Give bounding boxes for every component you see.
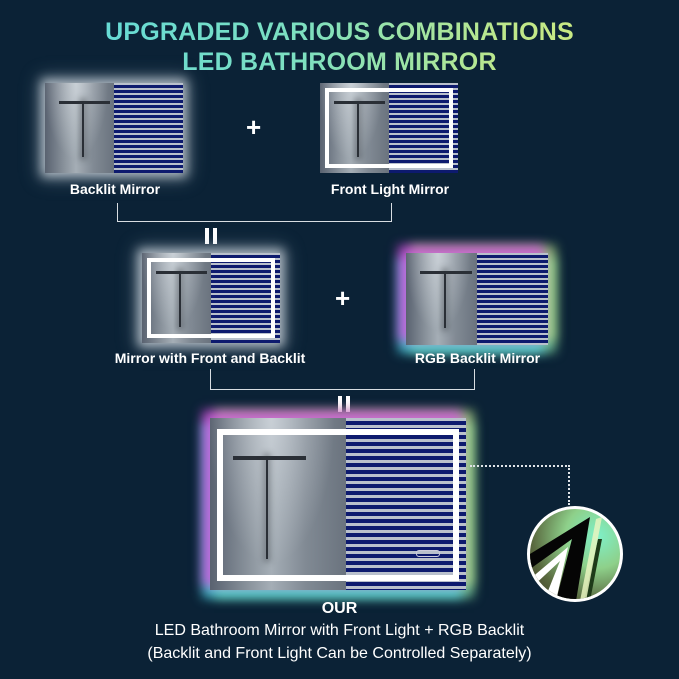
rgb-backlit-mirror-image: [406, 253, 548, 345]
equals-operator-2: [338, 396, 350, 412]
footer-line-3: (Backlit and Front Light Can be Controll…: [147, 645, 532, 662]
shower-head-icon: [333, 101, 385, 104]
callout-connector-horizontal: [470, 465, 570, 467]
front-light-frame: [217, 429, 459, 581]
rgb-light-strip-closeup-icon: [527, 506, 623, 602]
front-light-frame: [147, 258, 275, 338]
backlit-mirror-label: Backlit Mirror: [69, 181, 161, 197]
footer-line-2: LED Bathroom Mirror with Front Light + R…: [154, 622, 525, 639]
footer-line-1: OUR: [321, 600, 358, 617]
rgb-backlit-mirror-label: RGB Backlit Mirror: [414, 350, 541, 366]
plus-operator: +: [335, 283, 351, 313]
backlit-mirror-image: [45, 83, 183, 173]
touch-control-buttons: [416, 550, 440, 557]
product-mirror-image: [210, 418, 466, 590]
combine-bracket-2: [210, 369, 475, 390]
front-and-backlit-mirror-image: [142, 253, 280, 343]
callout-connector-vertical: [568, 465, 570, 505]
shower-head-icon: [155, 271, 207, 274]
headline-line-2: LED BATHROOM MIRROR: [0, 47, 679, 77]
equals-operator-1: [205, 228, 217, 244]
shower-head-icon: [58, 101, 110, 104]
combine-bracket-1: [117, 203, 392, 222]
front-light-mirror-image: [320, 83, 458, 173]
shower-head-icon: [233, 455, 307, 460]
front-light-frame: [325, 88, 453, 168]
plus-operator: +: [246, 112, 262, 142]
front-light-mirror-label: Front Light Mirror: [330, 181, 450, 197]
front-and-backlit-mirror-label: Mirror with Front and Backlit: [114, 350, 306, 366]
headline-line-1: UPGRADED VARIOUS COMBINATIONS: [0, 17, 679, 47]
